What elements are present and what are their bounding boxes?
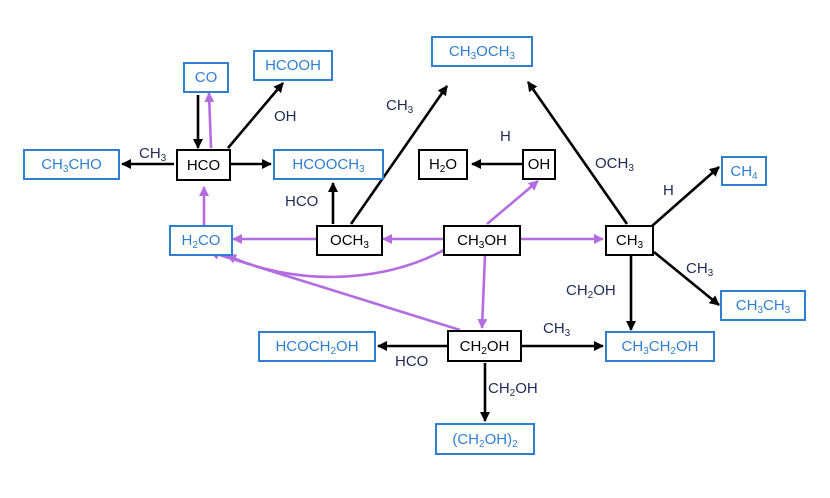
node-co: CO (183, 62, 229, 93)
node-label: HCOCH2OH (275, 338, 359, 357)
arrow-ch3-to-ch3ch3 (653, 250, 720, 307)
edge-label-h2o-h: H (500, 128, 511, 145)
node-label: H2CO (181, 232, 221, 251)
arrow-och3-to-ch3och3 (349, 85, 449, 225)
node-label: OCH3 (330, 232, 369, 251)
node-hcooh: HCOOH (253, 50, 333, 81)
node-h2o: H2O (418, 149, 468, 180)
arrow-ch3-to-ch3och3 (526, 81, 629, 225)
node-label: HCO (186, 156, 221, 174)
node-och3: OCH3 (316, 225, 383, 256)
edge-label-ch3och3-ch3: CH3 (386, 97, 414, 116)
arrow-hco-to-hcooh (227, 82, 284, 149)
node-label: HCOOCH3 (292, 156, 365, 175)
node-label: HCOOH (265, 57, 321, 74)
edge-label-ch4-h: H (663, 182, 674, 199)
node-label: CH3OH (457, 232, 507, 251)
edge-label-ch2oh2-ch2oh: CH2OH (488, 380, 538, 399)
node-ch3: CH3 (605, 225, 654, 256)
node-label: CO (194, 69, 218, 86)
node-label: (CH2OH)2 (452, 430, 518, 450)
node-ch3cho: CH3CHO (23, 149, 120, 180)
node-hco: HCO (176, 149, 231, 181)
edge-label-ch3ch3-ch3: CH3 (686, 260, 714, 279)
node-hcoch2oh: HCOCH2OH (258, 331, 376, 362)
arrow-ch3-to-ch4 (651, 166, 720, 227)
node-ch3ch3: CH3CH3 (720, 290, 806, 321)
node-label: H2O (428, 156, 458, 175)
node-ch2oh: CH2OH (447, 330, 522, 362)
node-label: CH3CHO (41, 156, 102, 175)
node-label: CH3OCH3 (448, 43, 516, 62)
node-hcooch3: HCOOCH3 (273, 149, 384, 180)
node-label: CH3CH2OH (621, 338, 699, 357)
edge-label-hcooh-oh: OH (274, 108, 297, 125)
node-label: CH3CH3 (735, 297, 791, 316)
arrow-ch2oh-to-h2co (209, 249, 461, 332)
edge-label-ch3ch2oh-ch3: CH3 (543, 320, 571, 339)
node-ch3oh: CH3OH (443, 225, 521, 256)
node-ch3ch2oh: CH3CH2OH (605, 331, 715, 362)
node-ch3och3: CH3OCH3 (431, 36, 533, 67)
edge-label-hcoch2oh-hco: HCO (395, 353, 429, 370)
node-ch2oh2: (CH2OH)2 (435, 423, 535, 455)
edge-label-ch3cho-ch3: CH3 (139, 145, 167, 164)
node-ch4: CH4 (721, 156, 767, 186)
node-h2co: H2CO (169, 225, 233, 256)
node-label: CH3 (615, 232, 644, 251)
edge-label-ch3och3-och3: OCH3 (595, 155, 634, 174)
node-label: OH (527, 156, 551, 173)
node-label: CH2OH (459, 337, 510, 357)
edge-label-hcooch3-hco: HCO (285, 193, 319, 210)
node-oh: OH (522, 149, 556, 180)
arrow-hco-to-co (204, 92, 215, 149)
edge-label-ch3ch2oh-ch2oh: CH2OH (566, 282, 616, 301)
node-label: CH4 (730, 162, 758, 182)
arrow-ch3oh-to-ch2oh (477, 254, 488, 329)
arrow-ch3oh-to-oh (486, 180, 539, 225)
